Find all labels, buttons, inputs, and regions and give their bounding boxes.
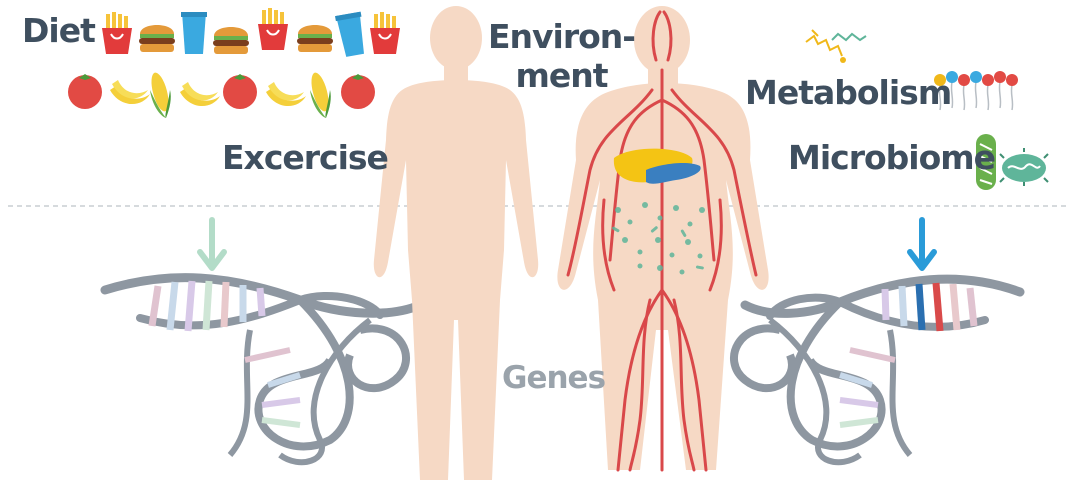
metabolism-label: Metabolism: [745, 76, 951, 109]
cup-icon: [181, 12, 207, 54]
environment-label-line2: ment: [488, 57, 635, 96]
right-dna-helix-icon: [734, 279, 1020, 462]
environment-label: Environ- ment: [488, 18, 635, 96]
fries-icon: [102, 12, 132, 54]
microbiome-label: Microbiome: [788, 141, 995, 174]
left-dna-helix-icon: [105, 278, 420, 463]
banana-icon: [110, 80, 150, 104]
diet-food-row: [102, 8, 400, 58]
tomato-icon: [223, 74, 257, 109]
fries-icon: [258, 8, 288, 50]
genes-label: Genes: [502, 363, 605, 394]
produce-row: [68, 71, 375, 118]
tomato-icon: [341, 74, 375, 109]
burger-icon: [297, 25, 333, 52]
virus-icon: [1000, 148, 1048, 186]
banana-icon: [266, 82, 306, 106]
environment-label-line1: Environ-: [488, 18, 635, 57]
cup-icon: [335, 12, 368, 58]
fries-icon: [370, 12, 400, 54]
corn-icon: [148, 71, 172, 118]
corn-icon: [308, 71, 332, 118]
excercise-label: Excercise: [222, 141, 388, 174]
burger-icon: [213, 27, 249, 54]
diet-label: Diet: [22, 14, 95, 47]
molecule-icon: [806, 30, 866, 63]
burger-icon: [139, 25, 175, 52]
tomato-icon: [68, 74, 102, 109]
banana-icon: [180, 82, 220, 106]
blue-arrow-icon: [910, 220, 934, 268]
faded-arrow-icon: [200, 220, 224, 268]
